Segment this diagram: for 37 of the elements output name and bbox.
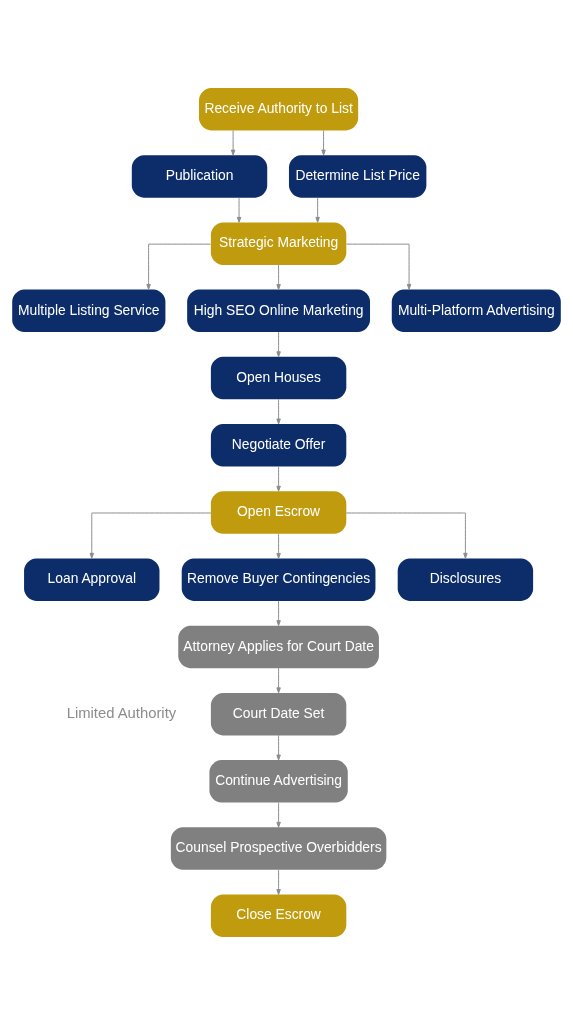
node-box: Multiple Listing Service (12, 289, 166, 332)
node-box: Strategic Marketing (210, 221, 347, 265)
node-box: Close Escrow (210, 894, 347, 937)
node-box: Disclosures (397, 557, 534, 601)
node-box: Receive Authority to List (199, 87, 359, 130)
node-box: Determine List Price (288, 154, 427, 198)
node-box: Open Houses (210, 356, 347, 399)
node-box: Publication (131, 154, 268, 198)
node-box: Negotiate Offer (210, 423, 347, 467)
arrow (345, 512, 468, 559)
arrow (276, 600, 281, 626)
arrow (236, 196, 242, 223)
arrow (276, 331, 281, 357)
node-box: Court Date Set (210, 692, 347, 735)
node-box: Multi-Platform Advertising (391, 289, 561, 332)
arrow (276, 868, 281, 895)
arrow (276, 465, 281, 492)
arrow (276, 667, 281, 693)
label: Limited Authority (66, 704, 177, 721)
arrow (146, 243, 212, 290)
node-box: Open Escrow (210, 490, 347, 534)
node-box: Continue Advertising (209, 759, 348, 803)
arrow (89, 512, 212, 559)
node-box: Counsel Prospective Overbidders (170, 826, 387, 870)
arrow (276, 801, 281, 828)
node-box: Loan Approval (24, 557, 160, 601)
arrow (230, 129, 236, 156)
node-box: High SEO Online Marketing (187, 289, 371, 332)
arrow (276, 532, 281, 559)
arrow (276, 734, 281, 760)
arrow (276, 398, 281, 424)
arrow (346, 243, 412, 290)
arrow (321, 129, 326, 156)
arrow (315, 196, 320, 223)
arrow (276, 263, 281, 290)
node-box: Remove Buyer Contingencies (181, 557, 376, 601)
node-box: Attorney Applies for Court Date (178, 625, 379, 668)
